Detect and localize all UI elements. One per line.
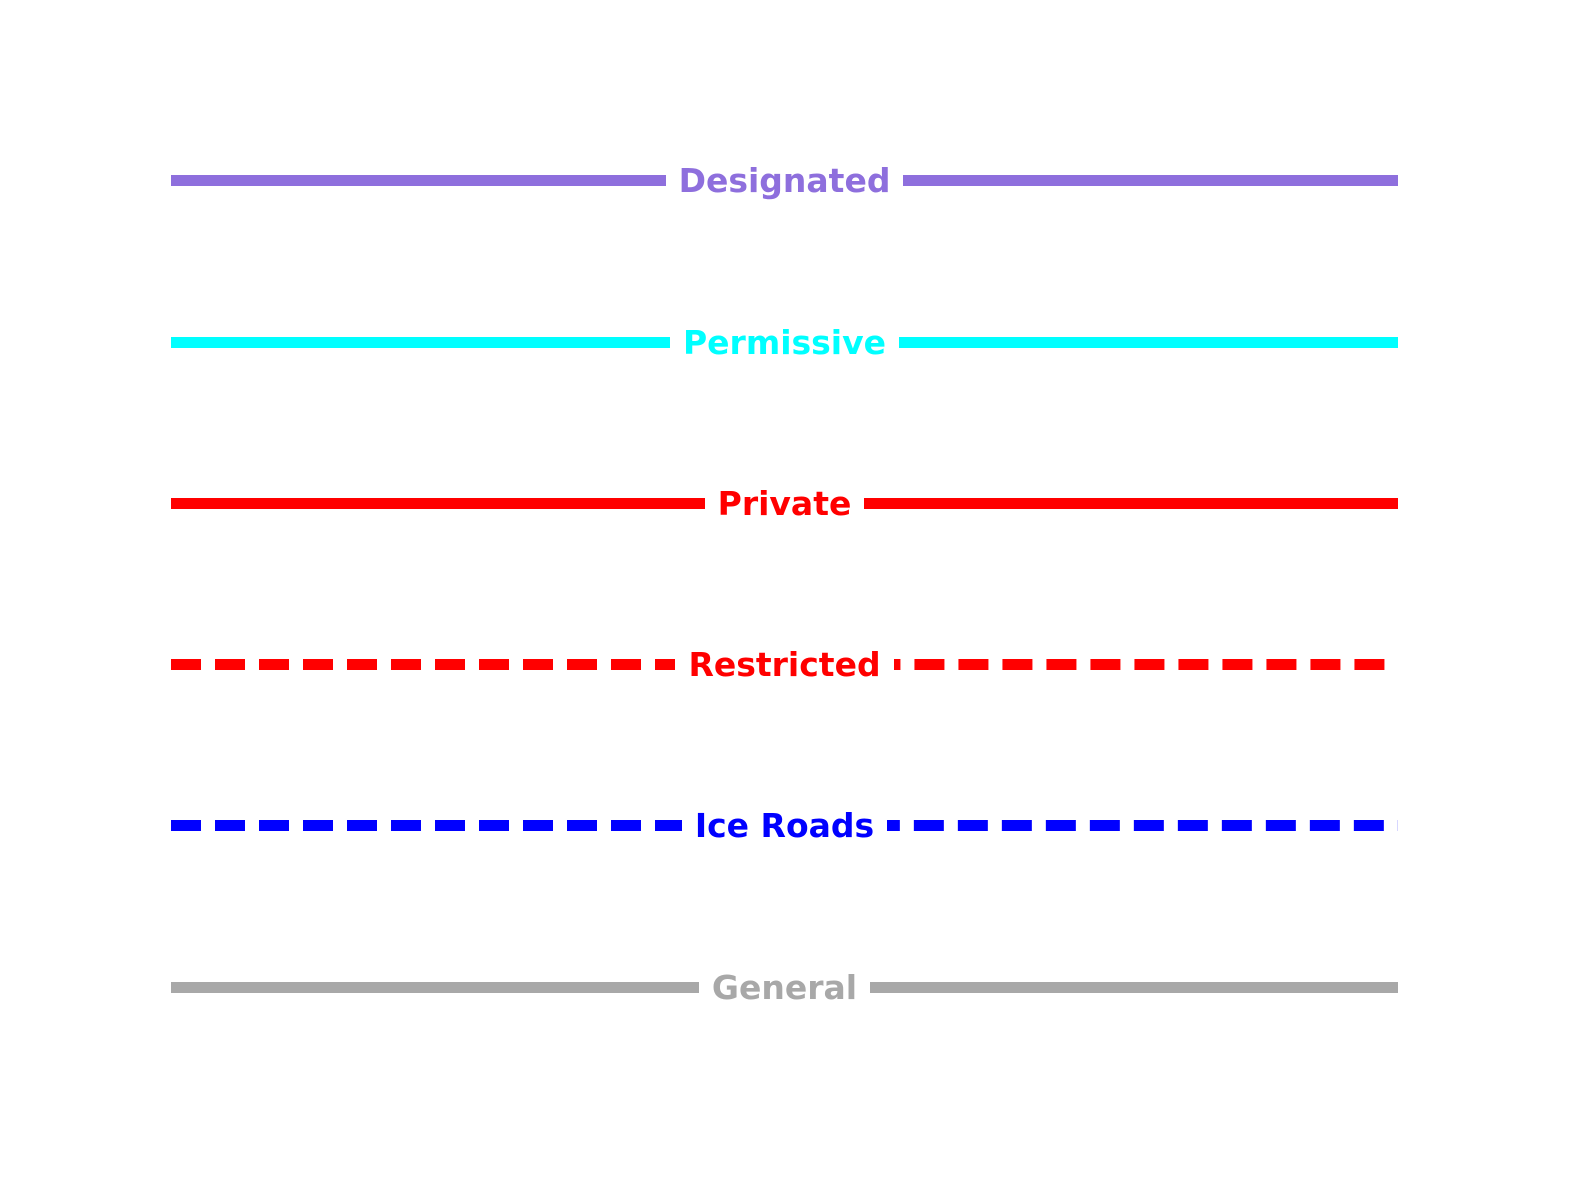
legend-line-sample-left bbox=[171, 336, 670, 348]
legend-entry-label: Designated bbox=[678, 160, 891, 200]
legend-entry-label: Restricted bbox=[688, 644, 881, 684]
legend-line-sample-right bbox=[864, 497, 1398, 509]
legend-entry-label: Ice Roads bbox=[694, 805, 875, 845]
legend-entry-label: General bbox=[711, 967, 858, 1007]
legend-entry-restricted[interactable]: Restricted bbox=[171, 638, 1399, 690]
legend-entry-ice-roads[interactable]: Ice Roads bbox=[171, 799, 1399, 851]
legend-line-sample-left bbox=[171, 981, 699, 993]
legend-line-sample-right bbox=[899, 336, 1398, 348]
legend-entry-label: Private bbox=[717, 483, 852, 523]
legend-entry-private[interactable]: Private bbox=[171, 477, 1398, 529]
legend-line-sample-right bbox=[870, 981, 1399, 993]
legend-entry-label: Permissive bbox=[682, 322, 887, 362]
legend-entry-designated[interactable]: Designated bbox=[171, 154, 1399, 206]
legend-line-sample-left bbox=[171, 174, 666, 186]
legend-line-sample-left bbox=[171, 497, 705, 509]
legend-line-sample-right bbox=[893, 658, 1399, 670]
legend-line-sample-left bbox=[171, 658, 676, 670]
legend-line-sample-right bbox=[887, 819, 1399, 831]
legend-line-sample-right bbox=[903, 174, 1399, 186]
legend-entry-general[interactable]: General bbox=[171, 961, 1399, 1013]
legend-line-sample-left bbox=[171, 819, 682, 831]
legend-entry-permissive[interactable]: Permissive bbox=[171, 316, 1398, 368]
